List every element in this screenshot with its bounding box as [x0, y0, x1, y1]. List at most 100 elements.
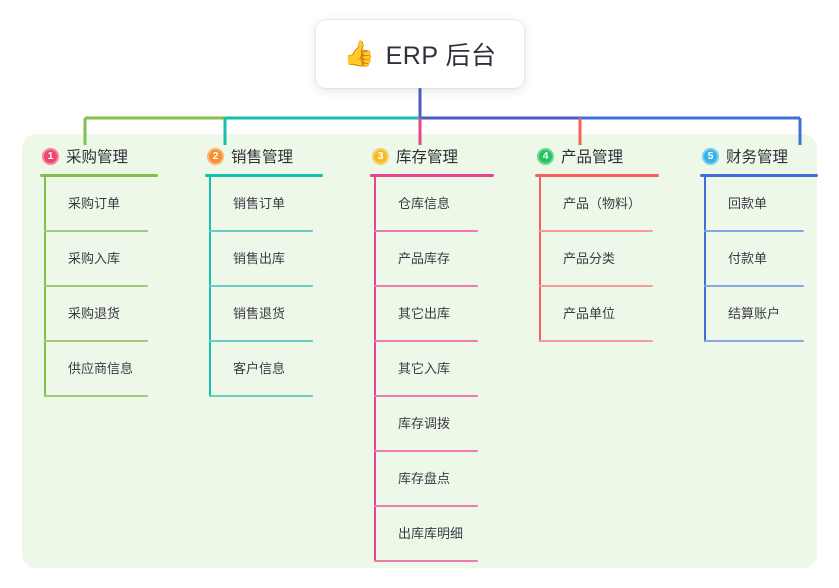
- leaf-node-rule: [704, 340, 804, 342]
- leaf-node-rule: [209, 230, 313, 232]
- leaf-node-rule: [209, 285, 313, 287]
- leaf-node-rule: [374, 340, 478, 342]
- leaf-node[interactable]: 采购入库: [40, 232, 158, 287]
- branch-title: 采购管理: [66, 149, 129, 166]
- leaf-node-label: 其它入库: [398, 361, 451, 376]
- branch-leaf-list: 销售订单销售出库销售退货客户信息: [205, 177, 323, 397]
- leaf-node-label: 销售订单: [233, 196, 286, 211]
- leaf-node[interactable]: 销售出库: [205, 232, 323, 287]
- thumbs-up-icon: 👍: [343, 39, 375, 68]
- leaf-node[interactable]: 其它入库: [370, 342, 494, 397]
- leaf-node[interactable]: 仓库信息: [370, 177, 494, 232]
- leaf-node-label: 产品分类: [563, 251, 616, 266]
- branch-title: 库存管理: [396, 149, 459, 166]
- root-node-title: ERP 后台: [385, 42, 497, 70]
- leaf-node-rule: [374, 560, 478, 562]
- branch-number-badge: 4: [537, 147, 554, 165]
- leaf-node-label: 销售退货: [233, 306, 286, 321]
- leaf-node-rule: [704, 285, 804, 287]
- leaf-node[interactable]: 采购退货: [40, 287, 158, 342]
- leaf-node-rule: [374, 505, 478, 507]
- branch-number-badge: 5: [702, 147, 719, 165]
- branch-leaf-list: 产品（物料） 产品分类产品单位: [535, 177, 659, 342]
- branch-panel-background: [22, 134, 817, 568]
- leaf-node-label: 其它出库: [398, 306, 451, 321]
- leaf-node-label: 回款单: [728, 196, 768, 211]
- leaf-node-rule: [374, 230, 478, 232]
- leaf-node-rule: [374, 395, 478, 397]
- leaf-node-label: 采购订单: [68, 196, 121, 211]
- branch-leaf-list: 采购订单采购入库采购退货供应商信息: [40, 177, 158, 397]
- branch-number-badge: 3: [372, 147, 389, 165]
- leaf-node-label: 库存调拨: [398, 416, 451, 431]
- leaf-node[interactable]: 付款单: [700, 232, 818, 287]
- branch-title: 销售管理: [231, 149, 294, 166]
- leaf-node[interactable]: 出库库明细: [370, 507, 494, 562]
- leaf-node[interactable]: 客户信息: [205, 342, 323, 397]
- leaf-node-label: 供应商信息: [68, 361, 134, 376]
- leaf-node-label: 库存盘点: [398, 471, 451, 486]
- branch-column-库存管理: 3 库存管理仓库信息产品库存其它出库其它入库库存调拨库存盘点出库库明细: [370, 145, 494, 562]
- leaf-node-rule: [539, 285, 653, 287]
- leaf-node[interactable]: 销售订单: [205, 177, 323, 232]
- leaf-node-rule: [44, 340, 148, 342]
- leaf-node-rule: [209, 340, 313, 342]
- leaf-node-rule: [704, 230, 804, 232]
- branch-header-rule: [40, 174, 158, 177]
- leaf-node[interactable]: 销售退货: [205, 287, 323, 342]
- branch-title: 财务管理: [726, 149, 789, 166]
- root-node-content: 👍 ERP 后台: [343, 36, 496, 72]
- branch-header-库存管理[interactable]: 3 库存管理: [370, 145, 494, 167]
- leaf-node[interactable]: 产品库存: [370, 232, 494, 287]
- leaf-node-label: 客户信息: [233, 361, 286, 376]
- leaf-node[interactable]: 供应商信息: [40, 342, 158, 397]
- leaf-node-label: 付款单: [728, 251, 768, 266]
- leaf-node[interactable]: 其它出库: [370, 287, 494, 342]
- branch-leaf-list: 仓库信息产品库存其它出库其它入库库存调拨库存盘点出库库明细: [370, 177, 494, 562]
- branch-spine: [209, 177, 211, 397]
- branch-spine: [374, 177, 376, 562]
- branch-header-rule: [205, 174, 323, 177]
- branch-number-badge: 2: [207, 147, 224, 165]
- branch-header-销售管理[interactable]: 2 销售管理: [205, 145, 323, 167]
- leaf-node[interactable]: 库存调拨: [370, 397, 494, 452]
- leaf-node-rule: [44, 395, 148, 397]
- leaf-node-label: 采购退货: [68, 306, 121, 321]
- leaf-node[interactable]: 回款单: [700, 177, 818, 232]
- leaf-node-rule: [539, 340, 653, 342]
- root-node[interactable]: 👍 ERP 后台: [316, 20, 524, 88]
- branch-leaf-list: 回款单付款单结算账户: [700, 177, 818, 342]
- leaf-node-label: 产品库存: [398, 251, 451, 266]
- leaf-node[interactable]: 库存盘点: [370, 452, 494, 507]
- leaf-node[interactable]: 采购订单: [40, 177, 158, 232]
- leaf-node[interactable]: 结算账户: [700, 287, 818, 342]
- leaf-node[interactable]: 产品分类: [535, 232, 659, 287]
- leaf-node-label: 产品单位: [563, 306, 616, 321]
- leaf-node-rule: [374, 450, 478, 452]
- branch-header-rule: [535, 174, 659, 177]
- leaf-node-label: 出库库明细: [398, 526, 464, 541]
- branch-spine: [704, 177, 706, 342]
- branch-column-财务管理: 5 财务管理回款单付款单结算账户: [700, 145, 818, 342]
- branch-column-产品管理: 4 产品管理产品（物料） 产品分类产品单位: [535, 145, 659, 342]
- branch-spine: [539, 177, 541, 342]
- leaf-node[interactable]: 产品（物料）: [535, 177, 659, 232]
- leaf-node-label: 产品（物料）: [563, 196, 642, 211]
- leaf-node-label: 结算账户: [728, 306, 781, 321]
- leaf-node-rule: [209, 395, 313, 397]
- branch-header-rule: [700, 174, 818, 177]
- leaf-node-rule: [374, 285, 478, 287]
- leaf-node-rule: [44, 230, 148, 232]
- branch-header-产品管理[interactable]: 4 产品管理: [535, 145, 659, 167]
- leaf-node[interactable]: 产品单位: [535, 287, 659, 342]
- branch-header-财务管理[interactable]: 5 财务管理: [700, 145, 818, 167]
- leaf-node-rule: [539, 230, 653, 232]
- leaf-node-label: 采购入库: [68, 251, 121, 266]
- leaf-node-rule: [44, 285, 148, 287]
- branch-header-rule: [370, 174, 494, 177]
- leaf-node-label: 销售出库: [233, 251, 286, 266]
- branch-title: 产品管理: [561, 149, 624, 166]
